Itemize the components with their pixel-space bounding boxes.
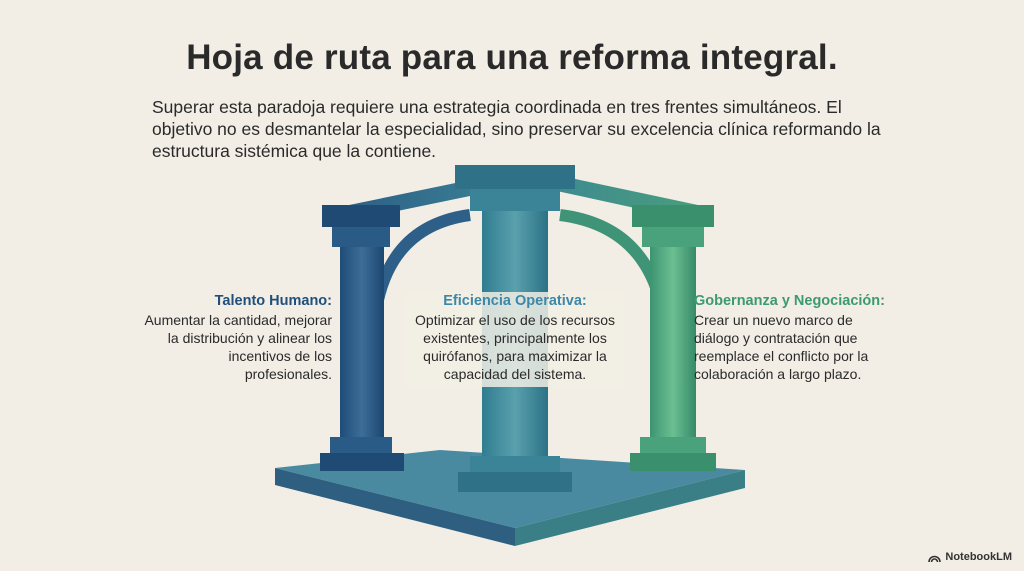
page-title: Hoja de ruta para una reforma integral. xyxy=(186,38,838,77)
pillar-heading: Eficiencia Operativa: xyxy=(443,293,587,309)
pillar-label-talento-humano: Talento Humano: Aumentar la cantidad, me… xyxy=(140,292,332,383)
brand-label: NotebookLM xyxy=(945,551,1012,563)
pillar-gobernanza xyxy=(630,205,716,471)
pillar-text: Optimizar el uso de los recursos existen… xyxy=(415,312,615,382)
pillar-talento-humano xyxy=(320,205,404,471)
pillar-text: Aumentar la cantidad, mejorar la distrib… xyxy=(144,312,332,382)
pillar-text: Crear un nuevo marco de diálogo y contra… xyxy=(694,312,869,382)
pillar-heading: Talento Humano: xyxy=(214,293,332,309)
pillar-heading: Gobernanza y Negociación: xyxy=(694,293,885,309)
pillar-label-gobernanza: Gobernanza y Negociación: Crear un nuevo… xyxy=(694,292,894,383)
notebooklm-logo-icon xyxy=(928,555,942,562)
pillar-label-eficiencia-operativa: Eficiencia Operativa: Optimizar el uso d… xyxy=(405,292,625,387)
brand-watermark: NotebookLM xyxy=(928,551,1012,563)
intro-paragraph: Superar esta paradoja requiere una estra… xyxy=(152,97,881,161)
